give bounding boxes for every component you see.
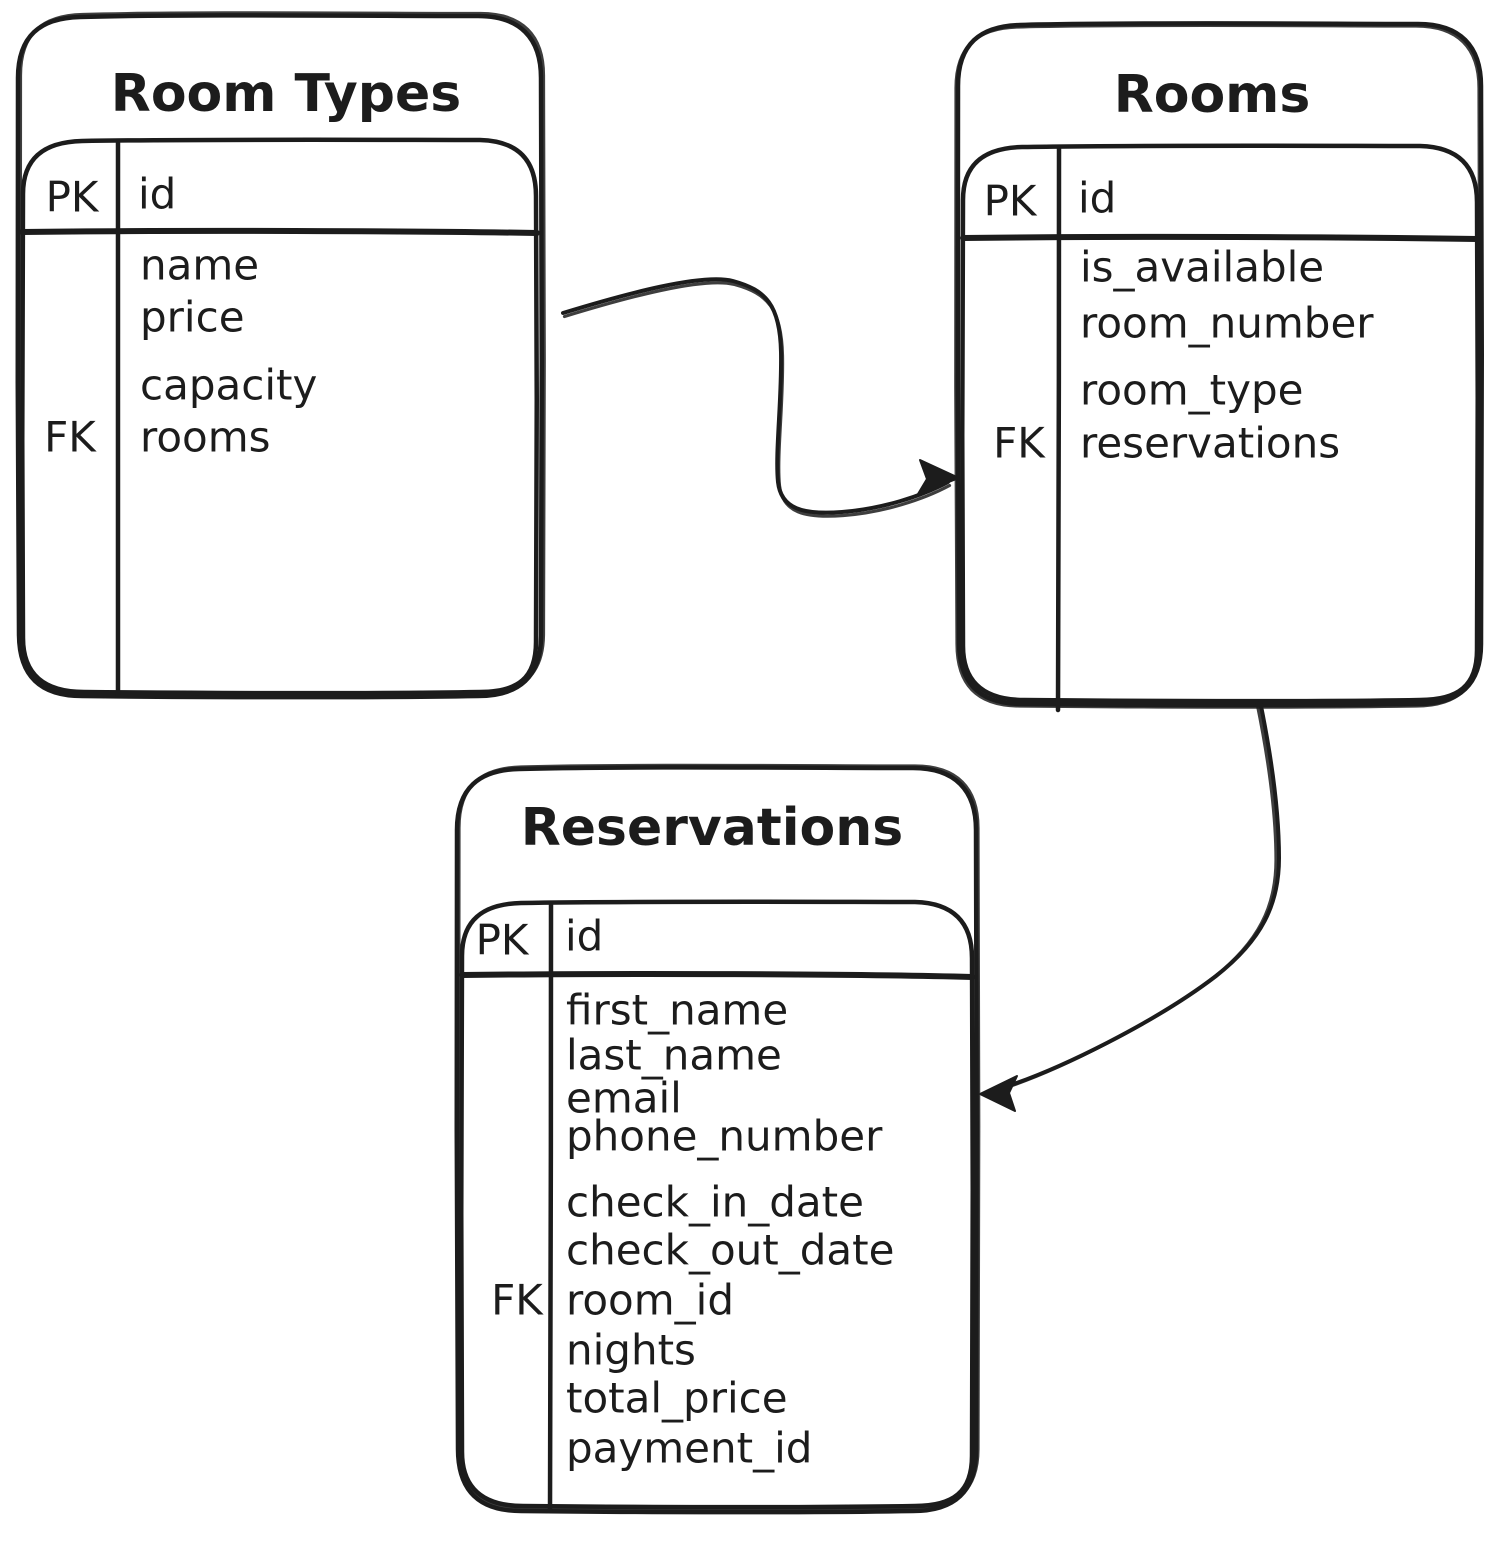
relationship-line [561,277,950,515]
table-title: Reservations [521,798,904,858]
field-label: room_id [566,1276,734,1325]
header-row-separator [19,227,540,236]
arrowhead-icon [917,459,960,495]
key-column-divider [547,900,554,1514]
table-outer-border-sketch [457,763,981,1512]
pk-label: PK [984,177,1038,226]
table-header-border [20,137,539,696]
relationship-line [990,699,1281,1093]
table-outer-border [15,13,544,700]
fk-label: FK [44,413,97,462]
header-row-separator [459,970,975,980]
table-outer-border [955,21,1484,708]
field-label: total_price [566,1374,788,1423]
field-label: nights [566,1326,696,1375]
table-header-border [960,143,1480,704]
field-label: phone_number [566,1112,883,1161]
field-label: payment_id [566,1424,812,1473]
fk-label: FK [491,1276,544,1325]
field-label: last_name [566,1031,782,1080]
table-outer-border-sketch [954,23,1482,709]
field-label: email [566,1074,682,1123]
relationship-arrow-room-types-to-rooms[interactable] [561,277,960,518]
relationship-line-sketch [987,701,1278,1095]
pk-field-label: id [1078,174,1116,223]
pk-field-label: id [138,170,176,219]
field-label: first_name [566,986,788,1035]
field-label: check_out_date [566,1226,894,1275]
field-label: room_type [1080,366,1303,415]
field-label: reservations [1080,419,1340,468]
pk-label: PK [476,916,530,965]
field-label: price [140,293,245,342]
field-label: is_available [1080,243,1324,292]
relationship-arrow-rooms-to-reservations[interactable] [979,699,1281,1112]
field-label: name [140,241,259,290]
field-label: rooms [140,413,271,462]
relationship-line-sketch [562,281,952,518]
pk-field-label: id [565,912,603,961]
table-reservations[interactable]: Reservations PK id first_name last_name … [454,763,981,1515]
table-title: Room Types [111,64,461,124]
table-title: Rooms [1114,65,1311,125]
header-row-separator [960,233,1480,242]
table-room-types[interactable]: Room Types PK id name price capacity FK … [15,11,546,700]
key-column-divider [1055,144,1062,713]
pk-label: PK [46,173,100,222]
table-outer-border [454,765,979,1515]
arrowhead-icon [979,1075,1018,1112]
field-label: room_number [1080,299,1374,348]
field-label: check_in_date [566,1178,864,1227]
field-label: capacity [140,361,317,410]
fk-label: FK [993,419,1046,468]
table-header-border [459,899,975,1510]
table-rooms[interactable]: Rooms PK id is_available room_number roo… [954,21,1484,713]
